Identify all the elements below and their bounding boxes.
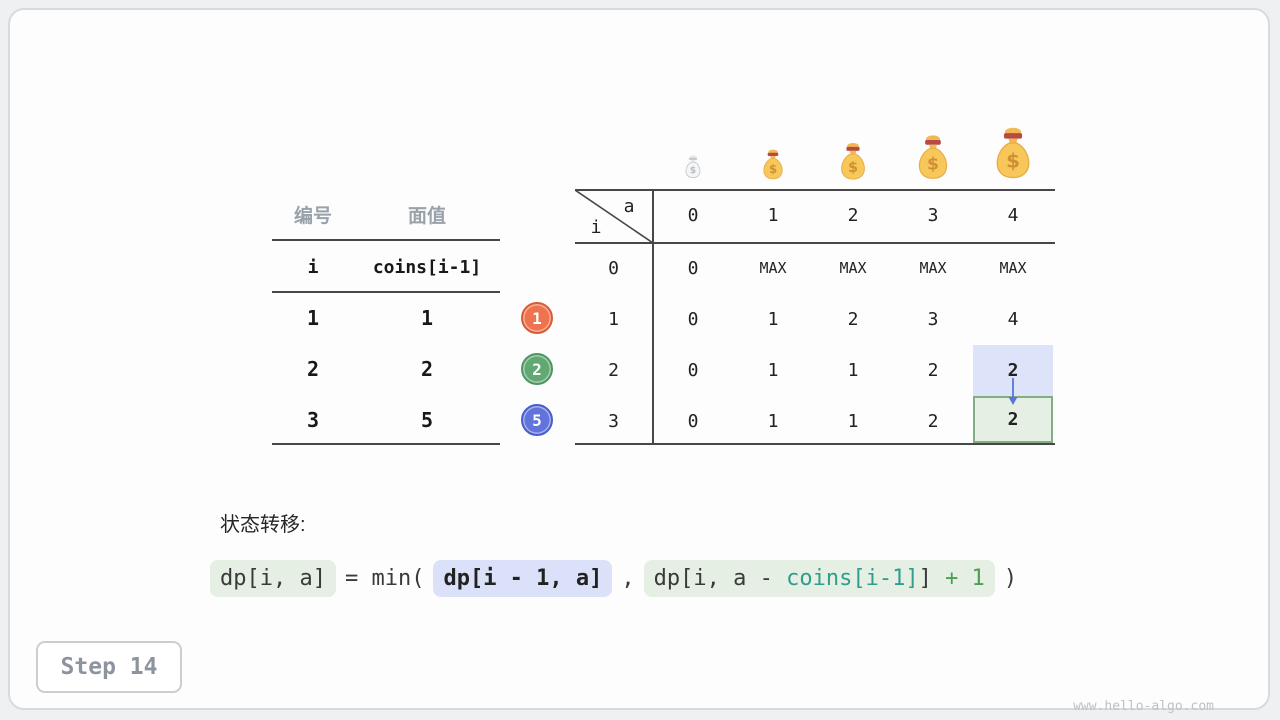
dp-col-header: 4 [1007,205,1019,226]
dp-cell: 4 [1007,309,1019,330]
dp-cell: 0 [687,360,699,381]
formula-term2-bracket: ] [918,566,946,591]
divider [652,189,654,445]
dp-cell: MAX [919,259,947,277]
coin-no-cell: 1 [306,306,320,330]
dp-cell: 0 [687,309,699,330]
dp-row-label: 1 [608,309,619,330]
dp-cell: 1 [767,411,779,432]
dp-cell: 1 [767,360,779,381]
dp-corner-diagonal [575,190,653,243]
dp-row-label: 3 [608,411,619,432]
dp-col-header: 3 [927,205,939,226]
divider [575,443,1055,445]
coin-table-header-no: 编号 [293,206,332,227]
divider [575,242,1055,244]
dp-cell: 1 [847,411,859,432]
coin-badge: 1 [521,302,553,334]
coin-var-i: i [307,257,319,278]
coin-var-coins: coins[i-1] [372,257,482,278]
dp-cell: 0 [687,258,699,279]
dp-corner-label-i: i [590,217,602,238]
coin-badge: 5 [521,404,553,436]
transition-formula: dp[i, a] = min( dp[i - 1, a] , dp[i, a -… [210,560,1017,597]
dp-corner-label-a: a [623,196,635,217]
dp-cell: MAX [759,259,787,277]
divider [272,291,500,293]
watermark: www.hello-algo.com [1073,699,1214,714]
coin-value-cell: 2 [420,357,434,381]
arrow-down-icon [1008,378,1018,405]
coin-badge-label: 5 [532,410,542,430]
coin-value-cell: 1 [420,306,434,330]
money-bag-icon: $ [996,127,1030,179]
formula-close-paren: ) [1003,566,1018,591]
svg-text:$: $ [927,155,939,175]
dp-cell: 2 [847,309,859,330]
formula-operator: = min( [344,566,425,591]
formula-lhs-chip: dp[i, a] [210,560,336,597]
svg-text:$: $ [1006,150,1020,173]
coin-no-cell: 2 [306,357,320,381]
dp-col-header: 0 [687,205,699,226]
coin-badge: 2 [521,353,553,385]
formula-term2-prefix: dp[i, a - [653,566,787,591]
money-bag-empty-icon: $ [685,155,701,178]
money-bag-icon: $ [918,135,948,179]
coin-badge-label: 2 [532,359,542,379]
coin-no-cell: 3 [306,408,320,432]
step-badge: Step 14 [36,641,182,693]
dp-cell: 0 [687,411,699,432]
formula-term2-coins: coins[i-1] [786,566,919,591]
coin-value-cell: 5 [420,408,434,432]
money-bag-icon: $ [841,142,865,180]
dp-cell: 3 [927,309,939,330]
dp-row-label: 0 [608,258,619,279]
divider [272,239,500,241]
transition-label: 状态转移: [220,514,306,536]
dp-col-header: 1 [767,205,779,226]
dp-cell: 2 [927,360,939,381]
step-label: Step 14 [60,654,158,680]
svg-text:$: $ [769,162,777,176]
dp-row-label: 2 [608,360,619,381]
coin-badge-label: 1 [532,308,542,328]
divider [575,189,1055,191]
svg-text:$: $ [690,166,696,176]
dp-cell: 2 [927,411,939,432]
divider [272,443,500,445]
formula-term2-chip: dp[i, a - coins[i-1]] + 1 [643,560,995,597]
coin-table-header-value: 面值 [407,206,446,227]
formula-term1-chip: dp[i - 1, a] [433,560,613,597]
money-bag-icon: $ [763,149,783,180]
formula-term2-plus: + 1 [945,566,985,591]
svg-text:$: $ [848,160,858,176]
dp-cell: MAX [999,259,1027,277]
dp-cell: MAX [839,259,867,277]
dp-cell: 1 [767,309,779,330]
formula-separator: , [621,566,635,591]
dp-cell: 1 [847,360,859,381]
dp-col-header: 2 [847,205,859,226]
